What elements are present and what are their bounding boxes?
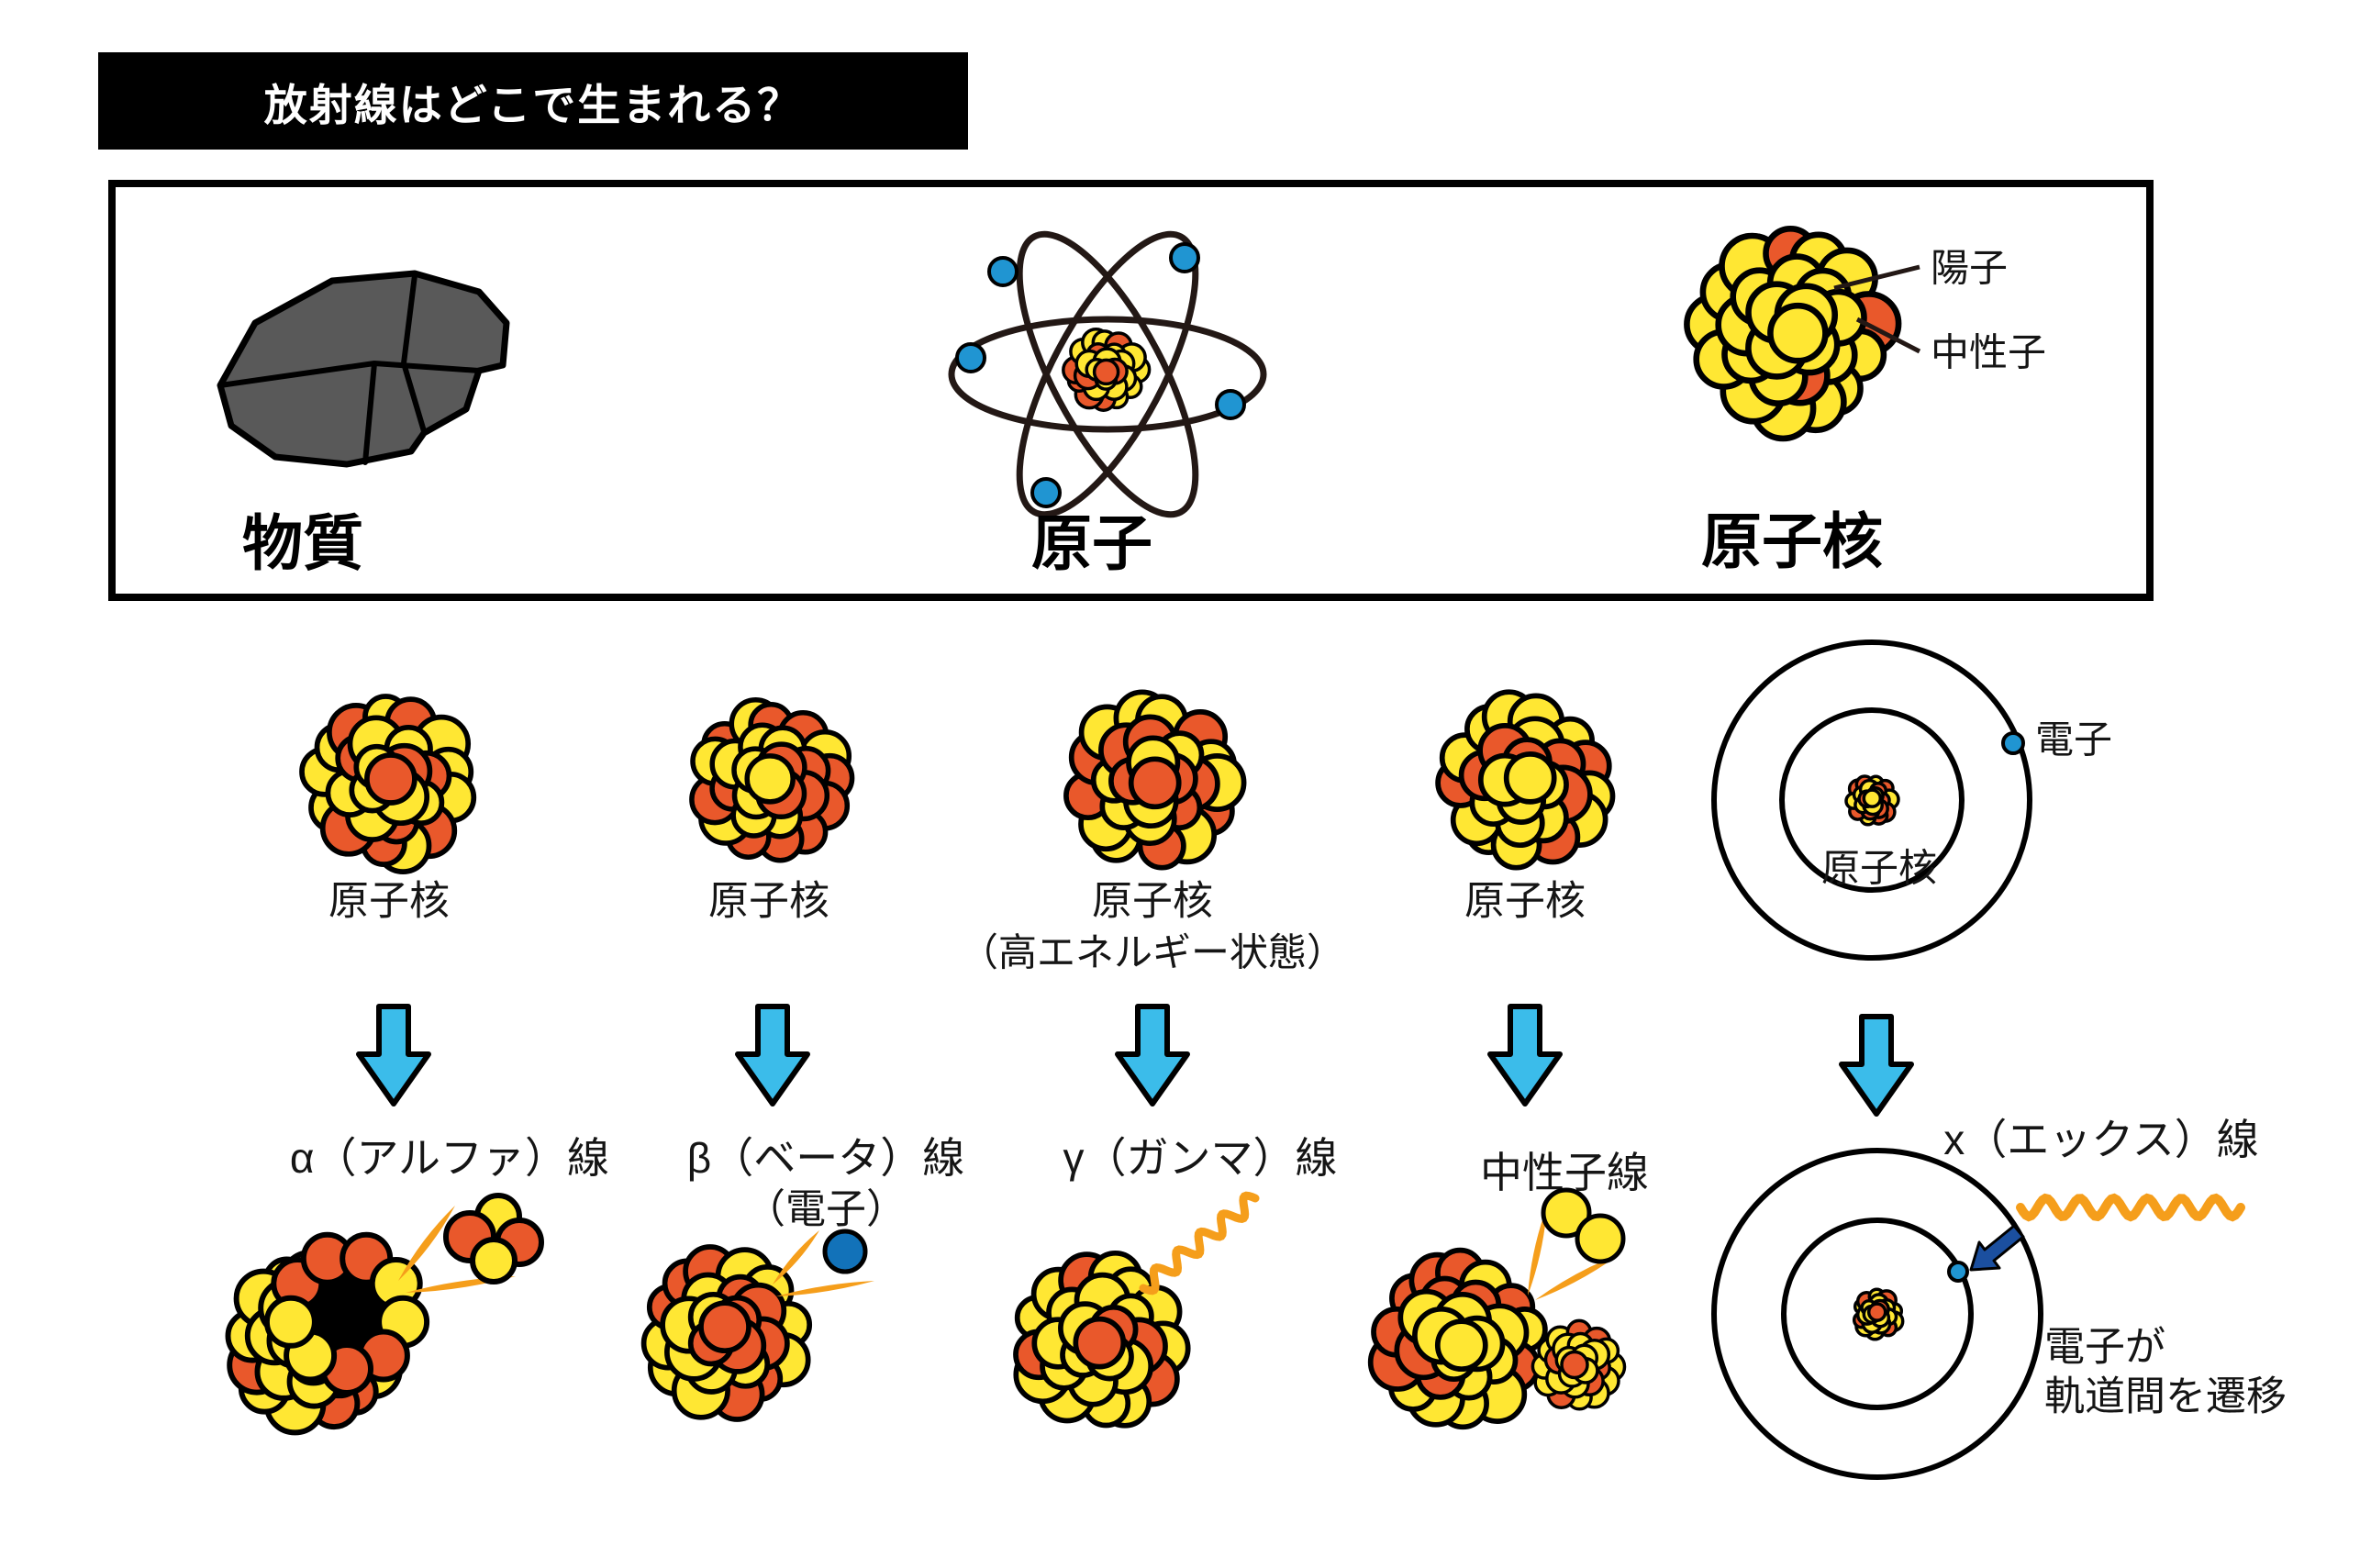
xray-note-line1: 電子が	[2044, 1325, 2165, 1370]
matter-rock-illustration	[217, 270, 510, 468]
xray-ray-label: x（エックス）線	[1943, 1116, 2259, 1163]
electron-callout-label: 電子	[2035, 718, 2112, 762]
beta-electron-icon	[822, 1229, 868, 1274]
beta-source-nucleus	[689, 696, 855, 863]
rock-facet-lines	[217, 272, 482, 465]
neutron-label: 中性子	[1931, 331, 2046, 374]
atom-label: 原子	[1031, 509, 1152, 577]
nucleus-label: 原子核	[1701, 507, 1883, 575]
atom-illustration	[948, 230, 1267, 518]
nucleus-illustration	[1684, 226, 1902, 442]
beta-speed-line-icon	[776, 1281, 874, 1296]
atom-nucleus-cluster	[1062, 327, 1152, 412]
xray-source-nucleus-label: 原子核	[1821, 847, 1937, 890]
down-arrow-icon	[1490, 1006, 1560, 1104]
gamma-source-note: （高エネルギー状態）	[960, 931, 1345, 974]
proton-label: 陽子	[1931, 247, 2008, 290]
beta-source-label: 原子核	[708, 879, 829, 924]
alpha-particle	[443, 1193, 544, 1284]
electron-orbit-icon	[1016, 230, 1199, 518]
neutron-source-nucleus	[1435, 689, 1616, 871]
matter-label: 物質	[242, 509, 363, 577]
xray-atom	[1711, 1148, 2043, 1480]
down-arrow-icon	[1842, 1017, 1911, 1114]
beta-decay-nucleus	[640, 1244, 813, 1422]
xray-source-atom	[1711, 639, 2032, 961]
gamma-ray-label: γ（ガンマ）線	[1063, 1134, 1338, 1182]
alpha-decay-rim	[263, 1231, 430, 1396]
neutron-leader-line	[1855, 317, 1921, 354]
neutron-decay-nucleus	[1367, 1247, 1548, 1430]
beta-ray-label: β（ベータ）線	[687, 1134, 964, 1182]
transition-electron-icon	[1947, 1261, 1969, 1283]
beta-speed-line-icon	[773, 1230, 819, 1284]
gamma-source-nucleus	[1063, 689, 1247, 871]
xray-wave-icon	[2016, 1193, 2245, 1222]
alpha-speed-line-icon	[398, 1206, 455, 1281]
neutron-particles	[1541, 1187, 1626, 1264]
neutron-source-label: 原子核	[1464, 879, 1586, 924]
neutron-speed-line-icon	[1528, 1207, 1547, 1296]
down-arrow-icon	[738, 1006, 807, 1104]
down-arrow-icon	[359, 1006, 429, 1104]
xray-atom-nucleus	[1852, 1287, 1905, 1341]
xray-source-nucleus	[1844, 774, 1900, 827]
gamma-source-label: 原子核	[1092, 879, 1213, 924]
electron-orbit-icon	[1016, 230, 1199, 518]
electron-icon	[2001, 731, 2025, 755]
gamma-wave-icon	[1139, 1191, 1260, 1296]
alpha-ray-label: α（アルファ）線	[290, 1134, 609, 1182]
beta-ray-note: （電子）	[745, 1187, 907, 1232]
electron-icons	[955, 242, 1246, 508]
proton-leader-line	[1833, 264, 1920, 291]
transition-arrow-icon	[1969, 1224, 2025, 1272]
gamma-decay-nucleus	[1013, 1250, 1191, 1429]
electron-orbit-icon	[948, 316, 1267, 433]
neutron-speed-line-icon	[1535, 1254, 1620, 1300]
neutron-fragment-nucleus	[1531, 1318, 1627, 1411]
alpha-source-nucleus	[299, 694, 477, 874]
page-title: 放射線はどこで生まれる？	[263, 80, 803, 129]
title-banner: 放射線はどこで生まれる？	[98, 52, 968, 150]
down-arrow-icon	[1118, 1006, 1187, 1104]
xray-note-line2: 軌道間を遷移	[2044, 1374, 2287, 1419]
alpha-source-label: 原子核	[328, 879, 450, 924]
